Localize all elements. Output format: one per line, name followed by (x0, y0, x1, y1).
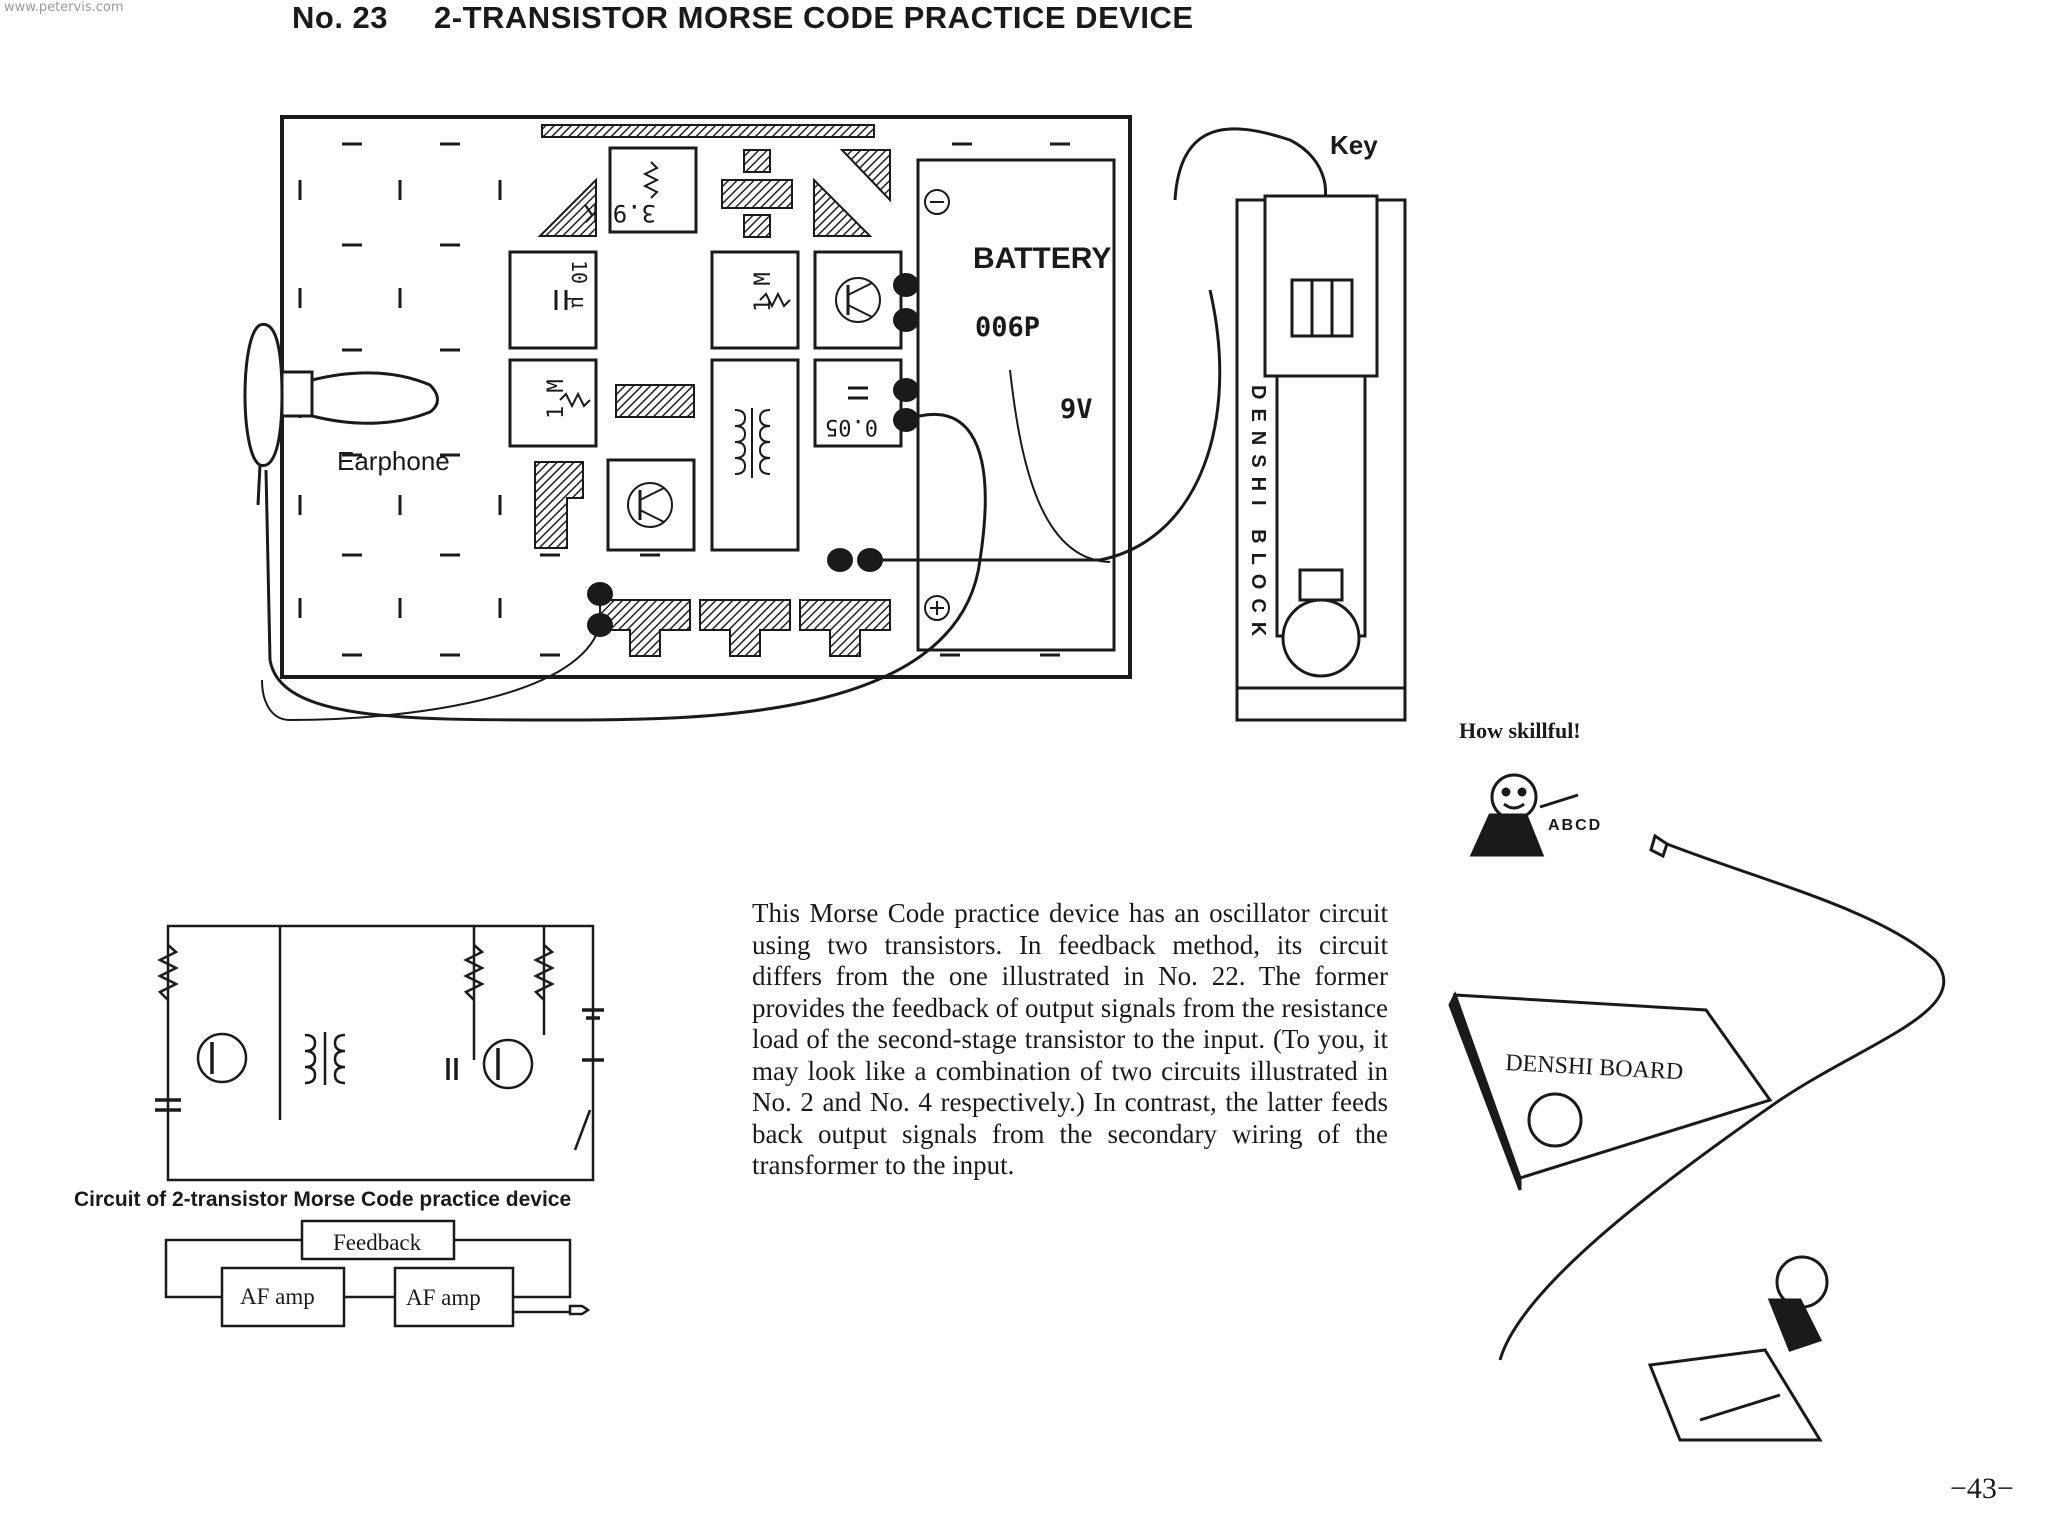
battery-type-label: 006P (975, 312, 1040, 343)
project-title: 2-TRANSISTOR MORSE CODE PRACTICE DEVICE (434, 0, 1194, 35)
block-af-amp-2: AF amp (406, 1285, 481, 1310)
block-feedback: Feedback (333, 1230, 422, 1255)
denshi-board-diagram (261, 115, 1327, 722)
page-number: −43− (1950, 1472, 2014, 1505)
abcd-label: ABCD (1548, 817, 1602, 834)
earphone-illustration (243, 322, 439, 506)
block-diagram (164, 1219, 591, 1328)
denshi-block-label: DENSHI BLOCK (1247, 385, 1269, 645)
cartoon-illustration (1448, 773, 1946, 1442)
block-af-amp-1: AF amp (240, 1284, 315, 1309)
schematic-caption: Circuit of 2-transistor Morse Code pract… (74, 1188, 572, 1211)
battery-voltage-label: 9V (1060, 394, 1093, 425)
watermark: www.petervis.com (4, 0, 124, 15)
earphone-label: Earphone (337, 446, 450, 476)
key-label: Key (1330, 130, 1378, 160)
circuit-schematic (155, 924, 604, 1182)
cap-10u-label: 10 μ (567, 260, 591, 308)
key-block (1235, 194, 1407, 722)
board-labels: BATTERY 006P 9V 3.9 K 1 M 1 M 10 μ 0.05 … (337, 130, 1378, 476)
page-title: No. 23 2-TRANSISTOR MORSE CODE PRACTICE D… (292, 0, 1194, 36)
cap-005-label: 0.05 (825, 414, 878, 439)
resistor-1m-label-b: 1 M (544, 379, 569, 419)
how-skillful-label: How skillful! (1459, 718, 1581, 743)
description-paragraph: This Morse Code practice device has an o… (752, 898, 1388, 1180)
battery-label: BATTERY (973, 242, 1111, 275)
resistor-39k-label: 3.9 K (583, 199, 656, 227)
resistor-1m-label-a: 1 M (751, 272, 776, 312)
project-number: No. 23 (292, 0, 389, 35)
